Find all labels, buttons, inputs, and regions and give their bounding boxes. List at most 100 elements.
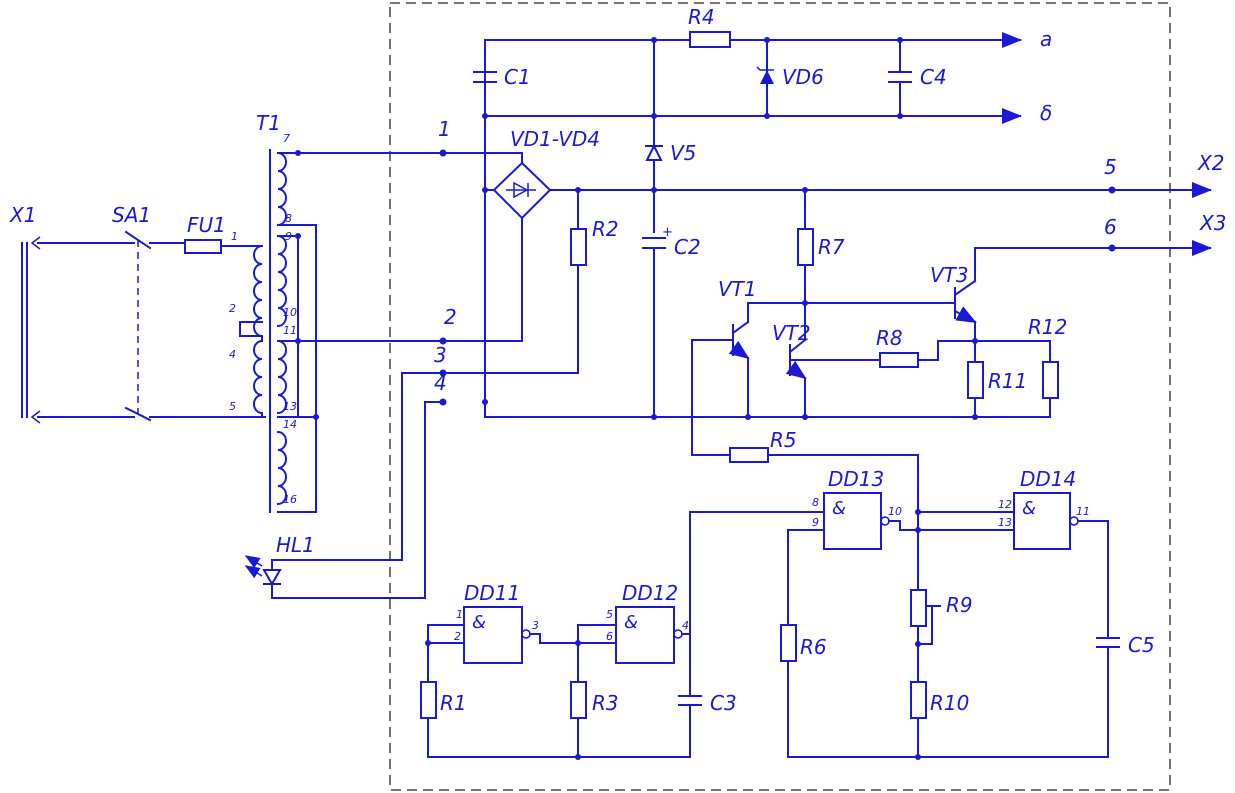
output-a-label: a [1040,27,1052,51]
svg-text:&: & [1022,498,1036,519]
capacitor-c3: C3 [678,511,737,758]
svg-text:11: 11 [283,324,297,337]
svg-text:HL1: HL1 [276,533,315,557]
resistor-r5: R5 [691,339,919,591]
capacitor-c2: + C2 [642,225,701,259]
svg-text:R11: R11 [988,369,1027,393]
svg-text:DD11: DD11 [464,581,520,605]
vd-bridge-label: VD1-VD4 [510,127,600,151]
svg-text:C5: C5 [1128,633,1155,657]
gate-dd14: & 12 13 11 DD14 [998,467,1109,550]
bridge-vd1-vd4: VD1-VD4 [482,127,1211,342]
resistor-r12: R12 [1028,315,1067,418]
fu1-label: FU1 [187,213,226,237]
svg-text:&: & [624,612,638,633]
board-outline [389,2,1171,791]
svg-text:DD14: DD14 [1020,467,1076,491]
svg-text:V5: V5 [670,141,696,165]
sa1-label: SA1 [112,203,151,227]
svg-text:12: 12 [998,498,1012,511]
transistor-vt1: VT1 [691,277,956,418]
resistor-r7: R7 [797,189,845,341]
svg-text:VT3: VT3 [930,263,969,287]
resistor-r1: R1 [420,681,467,758]
svg-text:R4: R4 [688,5,715,29]
svg-text:R6: R6 [800,635,827,659]
svg-text:VD6: VD6 [782,65,824,89]
svg-text:8: 8 [812,496,819,509]
node-5-label: 5 [1104,155,1117,179]
svg-text:4: 4 [682,619,689,632]
node-2-label: 2 [444,305,457,329]
resistor-r11: R11 [967,361,1027,418]
resistor-r3: R3 [570,681,619,758]
fuse-fu1: FU1 [184,213,263,254]
svg-text:DD12: DD12 [622,581,678,605]
node-1-label: 1 [438,117,451,141]
svg-text:7: 7 [283,132,290,145]
svg-text:R7: R7 [818,235,845,259]
svg-text:2: 2 [229,302,236,315]
svg-text:R8: R8 [876,326,903,350]
capacitor-c4: C4 [888,39,947,117]
node-4-label: 4 [434,371,447,395]
svg-text:13: 13 [283,400,297,413]
svg-text:VT1: VT1 [718,277,757,301]
svg-text:C2: C2 [674,235,701,259]
node-6-label: 6 [1104,215,1117,239]
svg-text:R5: R5 [770,428,797,452]
t1-label: T1 [256,111,281,135]
svg-text:C3: C3 [710,691,737,715]
svg-text:5: 5 [606,608,613,621]
svg-text:14: 14 [283,418,297,431]
svg-text:1: 1 [231,230,238,243]
svg-text:10: 10 [888,505,902,518]
resistor-r2: R2 [401,189,619,374]
gate-dd11: & 1 2 3 DD11 [427,581,617,683]
svg-text:C1: C1 [504,65,531,89]
connector-x1: X1 [9,203,135,424]
x3-label: X3 [1199,211,1226,235]
resistor-r9: R9 [910,589,973,683]
svg-text:R2: R2 [592,217,619,241]
svg-text:R12: R12 [1028,315,1067,339]
node-3-label: 3 [434,343,447,367]
capacitor-c5: C5 [1096,520,1155,758]
svg-text:2: 2 [454,630,461,643]
svg-text:R1: R1 [440,691,467,715]
svg-text:5: 5 [229,400,236,413]
svg-text:R3: R3 [592,691,619,715]
svg-text:13: 13 [998,516,1012,529]
svg-text:4: 4 [229,348,236,361]
x2-label: X2 [1197,151,1224,175]
svg-text:R9: R9 [946,593,973,617]
svg-text:11: 11 [1076,505,1090,518]
output-b-label: δ [1040,101,1052,125]
svg-text:3: 3 [532,619,539,632]
transformer-t1: T1 1 2 4 5 7 8 9 10 11 13 14 16 [229,111,523,513]
svg-text:R10: R10 [930,691,969,715]
resistor-r10: R10 [910,681,969,758]
zener-vd6: VD6 [756,39,824,117]
svg-text:1: 1 [456,608,463,621]
resistor-r4: R4 [688,5,1022,48]
gate-dd12: & 5 6 4 DD12 [577,581,691,683]
led-hl1: HL1 [244,372,444,599]
transistor-vt3: VT3 [930,247,977,363]
svg-text:&: & [472,612,486,633]
capacitor-c1: C1 [473,65,531,89]
gate-dd13: & 8 9 10 DD13 [787,467,1015,626]
svg-text:C4: C4 [920,65,947,89]
svg-text:16: 16 [283,493,297,506]
switch-sa1: SA1 [112,203,266,422]
svg-text:10: 10 [283,306,297,319]
svg-text:DD13: DD13 [828,467,884,491]
transistor-vt2: VT2 [772,321,881,418]
x1-label: X1 [9,203,36,227]
svg-text:8: 8 [285,212,292,225]
svg-text:VT2: VT2 [772,321,811,345]
diode-v5: V5 [645,141,696,165]
resistor-r6: R6 [780,624,827,758]
svg-text:&: & [832,498,846,519]
